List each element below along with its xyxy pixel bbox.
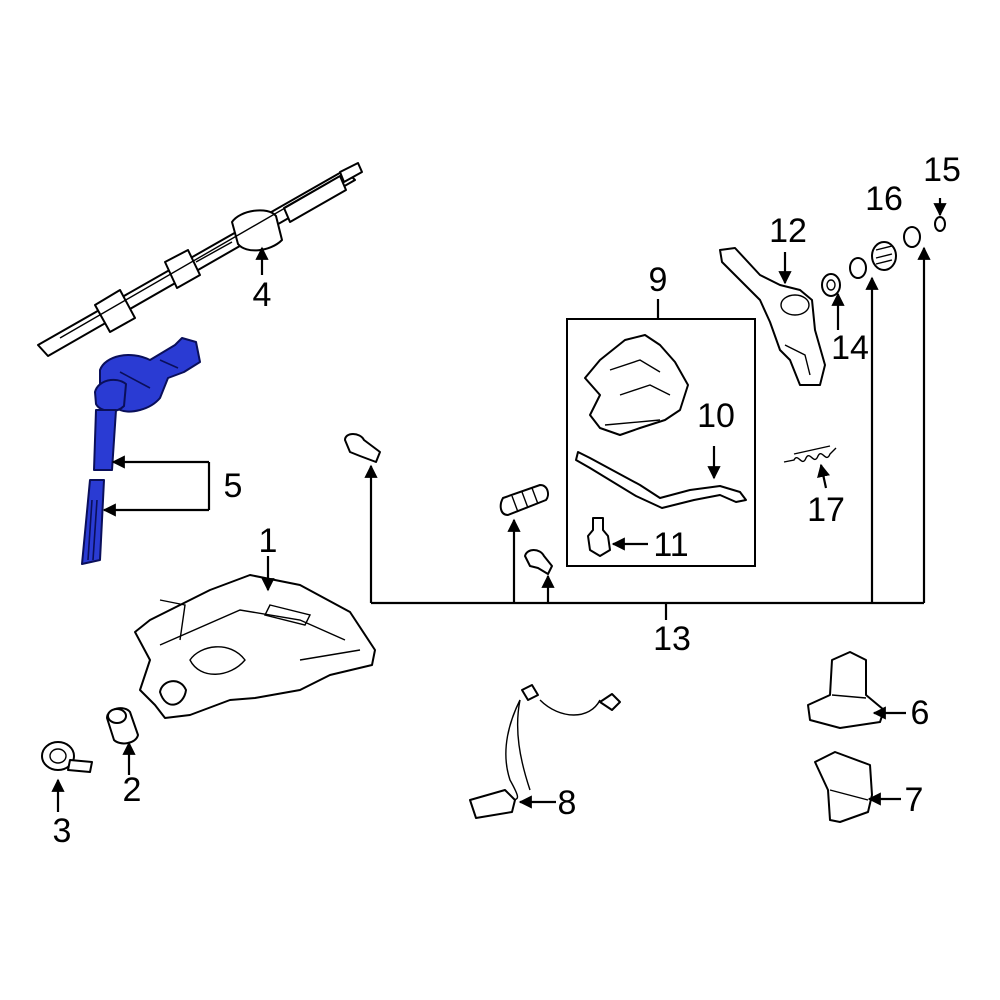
callout-17: 17	[807, 491, 845, 529]
callout-13: 13	[653, 620, 691, 658]
callout-15: 15	[923, 151, 961, 189]
callout-16: 16	[865, 180, 903, 218]
intermediate-shaft-highlighted	[81, 337, 201, 565]
callout-14: 14	[831, 329, 869, 367]
lever-rod-part	[575, 451, 747, 509]
callout-6: 6	[910, 694, 930, 732]
washer-nut	[849, 257, 867, 279]
callout-3: 3	[52, 812, 72, 850]
loose-parts-13	[344, 433, 553, 575]
pivot-pin-part	[587, 517, 611, 557]
callout-10: 10	[697, 397, 735, 435]
lock-cylinder-housing-part	[807, 651, 885, 729]
bolt	[524, 549, 553, 575]
callout-11: 11	[653, 526, 689, 564]
callout-12: 12	[769, 212, 807, 250]
washer-14	[821, 273, 841, 297]
ring-clip-part	[41, 741, 93, 773]
tilt-bracket-part	[719, 247, 826, 386]
clip-15	[934, 216, 946, 232]
callout-4: 4	[252, 276, 272, 314]
callout-9: 9	[648, 261, 668, 299]
callout-2: 2	[122, 771, 142, 809]
steering-shaft-part	[37, 162, 363, 357]
column-housing-part	[134, 574, 376, 719]
hardware-small-parts	[821, 216, 946, 297]
callout-1: 1	[258, 522, 278, 560]
wiring-harness-part	[469, 684, 621, 819]
leader-lines	[51, 198, 947, 812]
tension-spring-part	[783, 445, 837, 463]
kit-box	[566, 318, 756, 567]
switch-module-part	[814, 751, 873, 823]
callout-5: 5	[223, 467, 243, 505]
grommet	[344, 433, 381, 463]
bushing-part	[106, 707, 139, 745]
callout-7: 7	[904, 781, 924, 819]
callout-8: 8	[557, 784, 577, 822]
